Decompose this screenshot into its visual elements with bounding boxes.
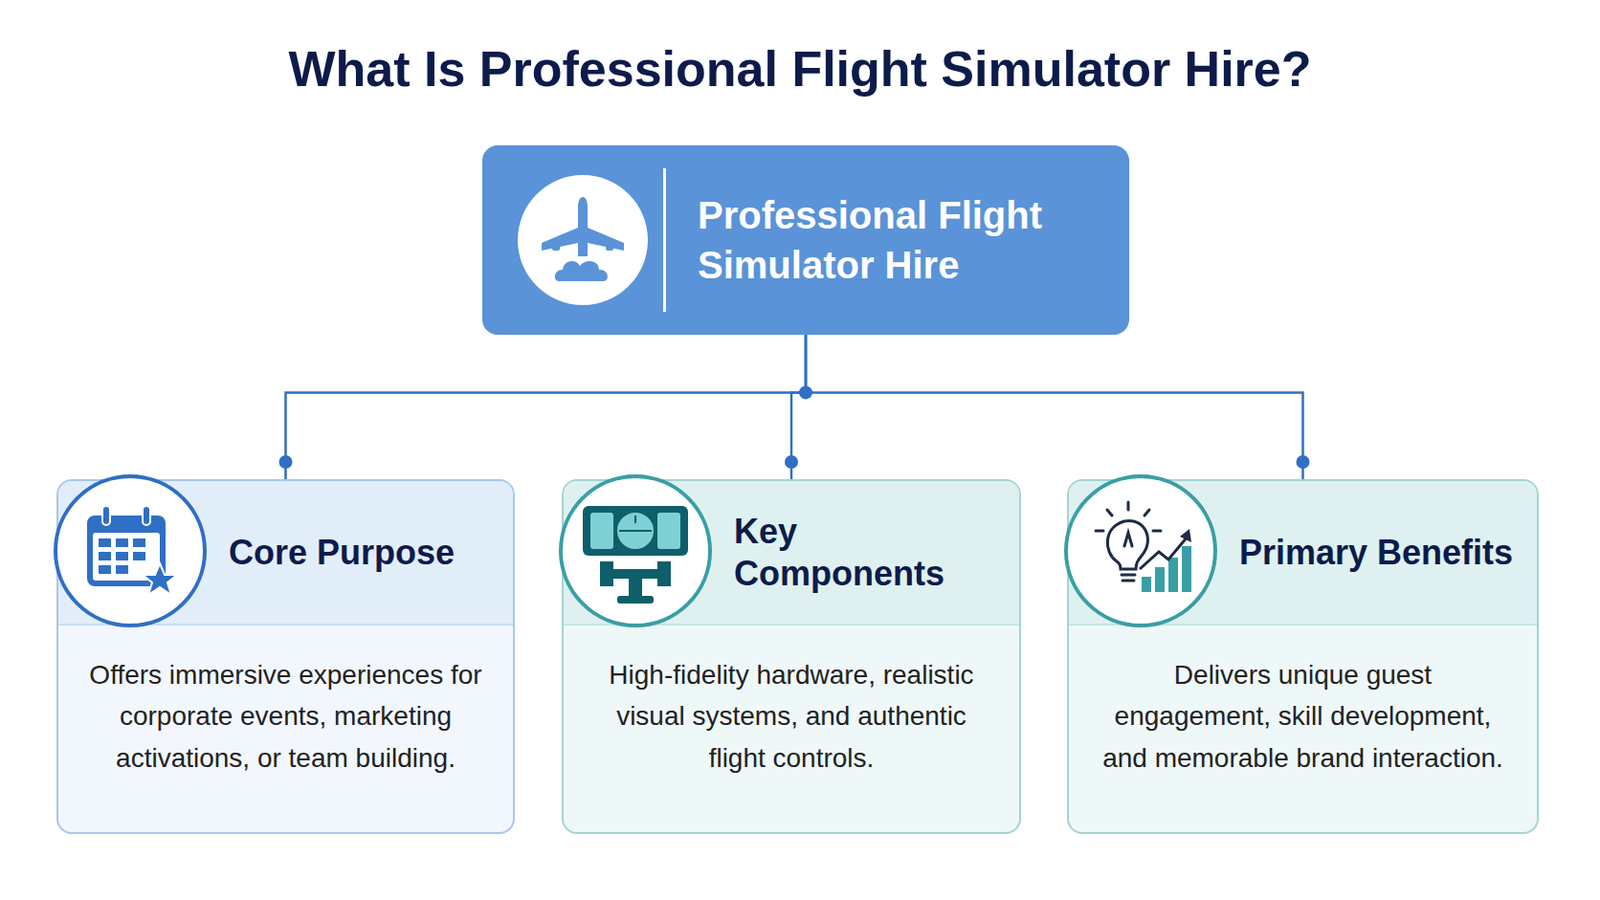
category-card: Key ComponentsHigh-fidelity hardware, re… bbox=[561, 479, 1022, 835]
bulb-growth-icon bbox=[1059, 469, 1223, 633]
card-body: Delivers unique guest engagement, skill … bbox=[1068, 625, 1537, 804]
card-body: Offers immersive experiences for corpora… bbox=[58, 625, 513, 804]
category-card: Core PurposeOffers immersive experiences… bbox=[56, 479, 515, 835]
plane-icon bbox=[511, 168, 655, 312]
tree-connector bbox=[805, 334, 1304, 480]
divider-line bbox=[663, 168, 667, 312]
tree-connector bbox=[286, 334, 807, 480]
card-body: High-fidelity hardware, realistic visual… bbox=[563, 625, 1020, 804]
cockpit-icon bbox=[554, 469, 717, 633]
diagram-title: What Is Professional Flight Simulator Hi… bbox=[0, 40, 1600, 98]
calendar-icon bbox=[48, 469, 212, 633]
root-box: Professional Flight Simulator Hire bbox=[482, 145, 1130, 335]
root-label: Professional Flight Simulator Hire bbox=[697, 190, 1081, 290]
junction-dot bbox=[279, 455, 293, 469]
junction-dot bbox=[1296, 455, 1311, 469]
junction-dot bbox=[784, 455, 799, 469]
card-heading: Primary Benefits bbox=[1239, 532, 1513, 574]
card-heading: Key Components bbox=[733, 511, 1006, 594]
category-card: Primary BenefitsDelivers unique guest en… bbox=[1066, 479, 1539, 835]
card-heading: Core Purpose bbox=[228, 532, 455, 574]
junction-dot bbox=[799, 385, 813, 400]
